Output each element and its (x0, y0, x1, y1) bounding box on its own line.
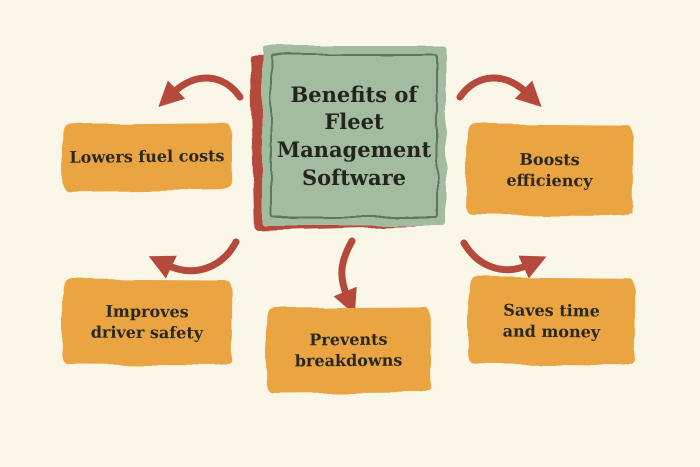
curved-arrow-to-saves-time-and-money (460, 239, 547, 279)
benefit-label: Improves driver safety (90, 301, 204, 342)
curved-arrow-to-boosts-efficiency (456, 74, 542, 108)
title-panel-background (262, 46, 446, 226)
benefit-card-boosts-efficiency: Boosts efficiency (465, 124, 634, 217)
benefit-label: Saves time and money (502, 300, 601, 342)
benefit-card-saves-time-and-money: Saves time and money (467, 277, 636, 366)
benefit-label: Lowers fuel costs (69, 146, 225, 167)
benefit-card-improves-driver-safety: Improves driver safety (61, 279, 233, 366)
benefit-card-lowers-fuel-costs: Lowers fuel costs (61, 123, 233, 192)
benefit-label: Prevents breakdowns (294, 329, 403, 370)
title-panel-inner-border (270, 54, 438, 218)
title-panel: Benefits of Fleet Management Software (262, 46, 446, 226)
benefit-card-prevents-breakdowns: Prevents breakdowns (265, 307, 432, 394)
curved-arrow-to-lowers-fuel-costs (158, 74, 244, 108)
benefit-label: Boosts efficiency (506, 149, 593, 190)
curved-arrow-to-prevents-breakdowns (333, 237, 357, 315)
curved-arrow-to-improves-driver-safety (148, 238, 240, 279)
diagram-title: Benefits of Fleet Management Software (276, 81, 432, 190)
